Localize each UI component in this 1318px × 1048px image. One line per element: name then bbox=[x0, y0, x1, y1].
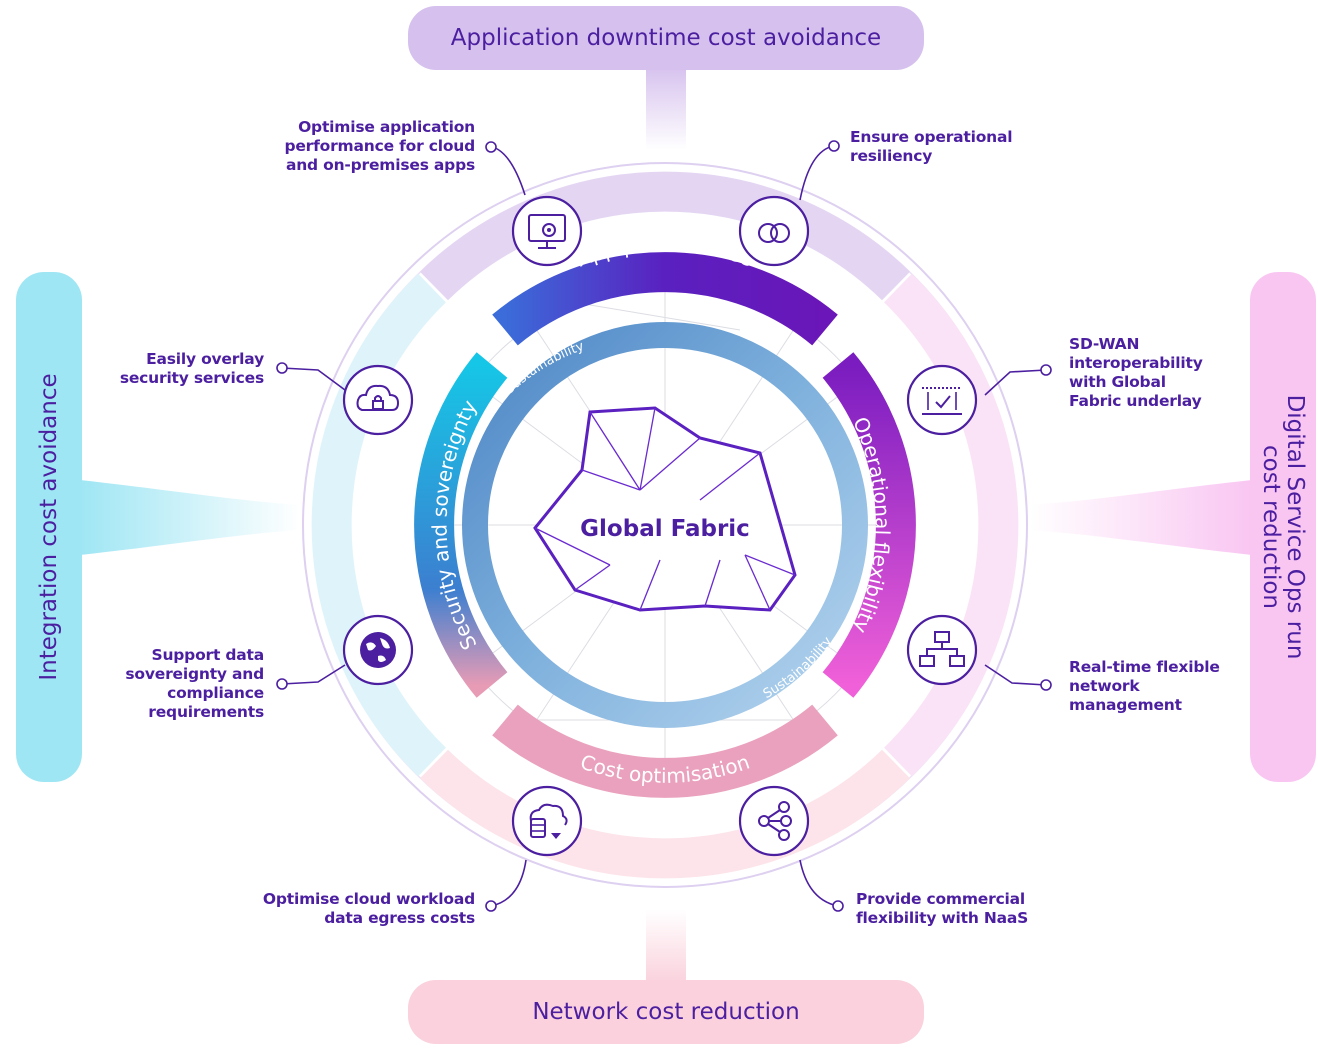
callout-line: data egress costs bbox=[324, 909, 475, 927]
callout-line: network bbox=[1069, 677, 1140, 695]
pill-right-line2: cost reduction bbox=[1258, 444, 1284, 610]
callout-egress: Optimise cloud workload data egress cost… bbox=[263, 890, 475, 928]
callout-line: Easily overlay bbox=[146, 350, 264, 368]
cloud-lock-icon bbox=[342, 364, 414, 436]
callout-line: compliance bbox=[167, 684, 264, 702]
network-check-icon bbox=[906, 364, 978, 436]
pill-application-downtime: Application downtime cost avoidance bbox=[408, 6, 924, 70]
cloud-database-icon bbox=[511, 785, 583, 857]
callout-resiliency: Ensure operational resiliency bbox=[850, 128, 1013, 166]
callout-realtime: Real-time flexible network management bbox=[1069, 658, 1220, 715]
callout-line: security services bbox=[119, 369, 264, 387]
callout-line: performance for cloud bbox=[284, 137, 475, 155]
monitor-gear-icon bbox=[511, 195, 583, 267]
pill-network-cost: Network cost reduction bbox=[408, 980, 924, 1044]
callout-line: Fabric underlay bbox=[1069, 392, 1202, 410]
callout-app-performance: Optimise application performance for clo… bbox=[284, 118, 475, 175]
pill-top-label: Application downtime cost avoidance bbox=[450, 25, 882, 51]
callout-line: requirements bbox=[148, 703, 264, 721]
callout-line: SD-WAN bbox=[1069, 335, 1140, 353]
pill-bottom-label: Network cost reduction bbox=[532, 999, 800, 1025]
callout-line: Support data bbox=[151, 646, 264, 664]
callout-line: Optimise application bbox=[298, 118, 475, 136]
callout-line: and on-premises apps bbox=[285, 156, 475, 174]
callout-line: resiliency bbox=[850, 147, 933, 165]
callout-line: interoperability bbox=[1069, 354, 1203, 372]
center-title: Global Fabric bbox=[580, 516, 750, 542]
callout-line: with Global bbox=[1069, 373, 1166, 391]
pill-integration-cost: Integration cost avoidance bbox=[16, 272, 82, 782]
pill-right-line1: Digital Service Ops run bbox=[1282, 394, 1308, 660]
network-hierarchy-icon bbox=[906, 614, 978, 686]
linked-rings-icon bbox=[738, 195, 810, 267]
callout-sovereignty: Support data sovereignty and compliance … bbox=[125, 646, 264, 722]
share-nodes-icon bbox=[738, 785, 810, 857]
globe-icon bbox=[342, 614, 414, 686]
callout-line: Real-time flexible bbox=[1069, 658, 1220, 676]
callout-security: Easily overlay security services bbox=[120, 350, 264, 388]
callout-line: flexibility with NaaS bbox=[856, 909, 1029, 927]
callout-line: management bbox=[1069, 696, 1182, 714]
pill-right-label: Digital Service Ops run cost reduction bbox=[1258, 394, 1308, 660]
callout-naas: Provide commercial flexibility with NaaS bbox=[856, 890, 1028, 928]
callout-line: Optimise cloud workload bbox=[262, 890, 475, 908]
pill-left-label: Integration cost avoidance bbox=[36, 373, 62, 681]
callout-line: Provide commercial bbox=[856, 890, 1026, 908]
callout-line: sovereignty and bbox=[125, 665, 264, 683]
pill-digital-service-ops: Digital Service Ops run cost reduction bbox=[1250, 272, 1316, 782]
callout-line: Ensure operational bbox=[850, 128, 1013, 146]
callout-sdwan: SD-WAN interoperability with Global Fabr… bbox=[1069, 335, 1203, 411]
